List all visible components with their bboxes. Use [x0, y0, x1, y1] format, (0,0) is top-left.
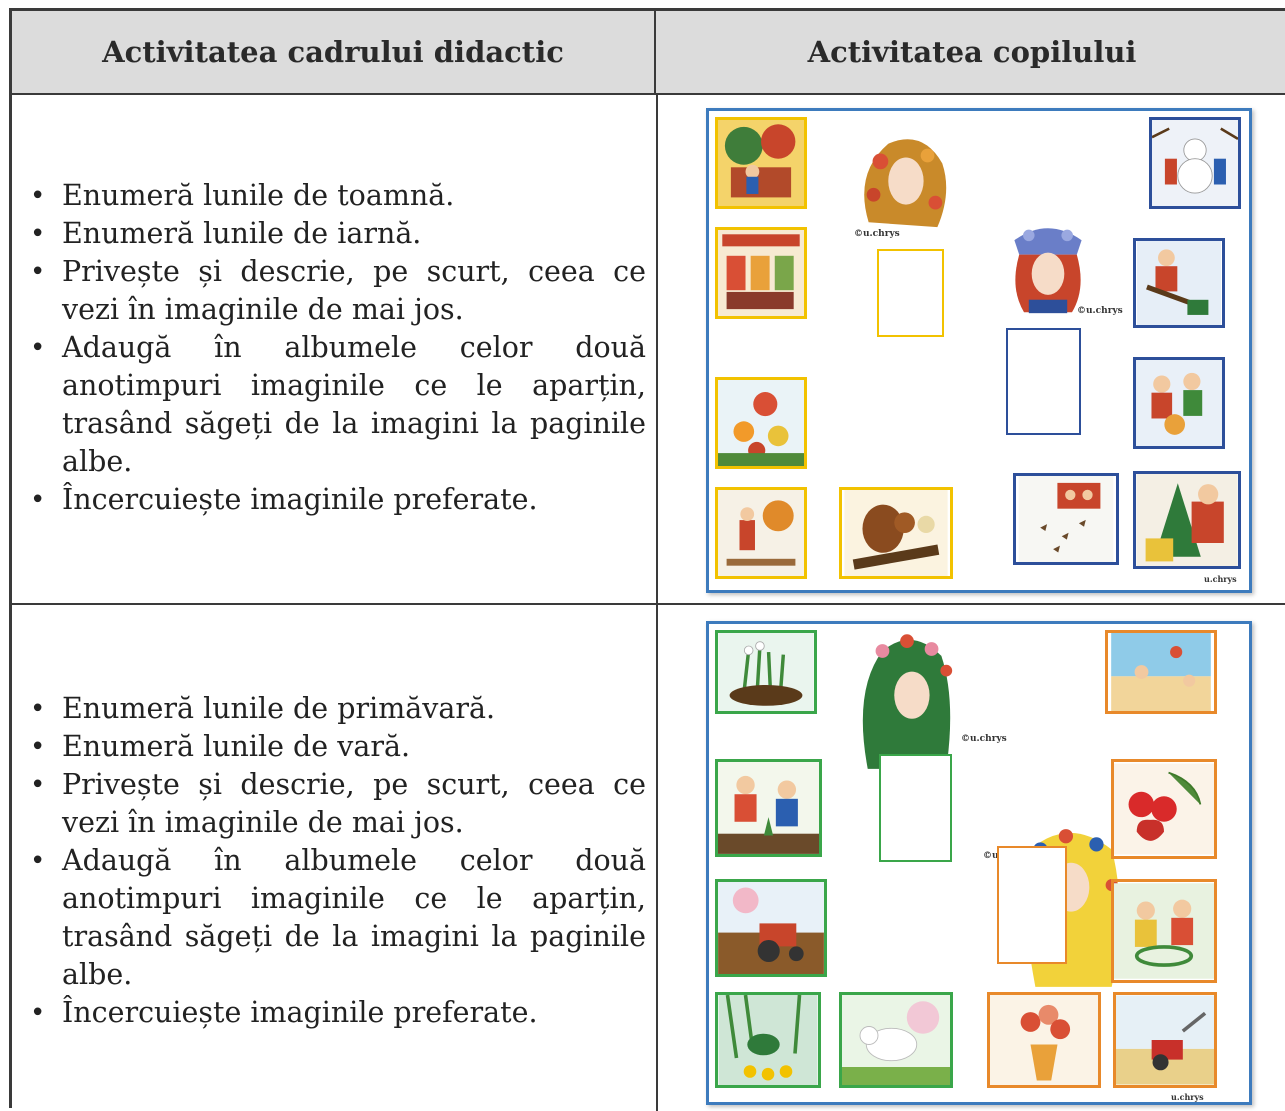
teacher-column-header: Activitatea cadrului didactic [12, 11, 656, 95]
watermark: ©u.chrys [961, 734, 1007, 744]
autumn-picture-squirrel[interactable] [839, 487, 953, 579]
list-item: Încercuiește imaginile preferate. [26, 994, 646, 1032]
row1-instructions: Enumeră lunile de toamnă. Enumeră lunile… [12, 177, 656, 519]
list-item: Enumeră lunile de vară. [26, 728, 646, 766]
row2-bullet-list: Enumeră lunile de primăvară. Enumeră lun… [26, 690, 646, 1032]
row1-bullet-list: Enumeră lunile de toamnă. Enumeră lunile… [26, 177, 646, 519]
list-item: Privește și descrie, pe scurt, ceea ce v… [26, 253, 646, 329]
autumn-picture-preserves[interactable] [715, 227, 807, 319]
list-item: Enumeră lunile de iarnă. [26, 215, 646, 253]
list-item: Privește și descrie, pe scurt, ceea ce v… [26, 766, 646, 842]
summer-picture-playing[interactable] [1111, 879, 1217, 983]
watermark: u.chrys [1204, 574, 1237, 584]
winter-picture-birds[interactable] [1013, 473, 1119, 565]
spring-picture-tractor[interactable] [715, 879, 827, 977]
winter-picture-children[interactable] [1133, 357, 1225, 449]
child-column-header: Activitatea copilului [656, 11, 1285, 95]
watermark: u.chrys [1171, 1092, 1204, 1102]
spring-picture-ducks[interactable] [715, 992, 821, 1088]
list-item: Încercuiește imaginile preferate. [26, 481, 646, 519]
spring-album-page[interactable] [879, 754, 952, 862]
autumn-picture-flowers[interactable] [715, 377, 807, 469]
list-item: Adaugă în albumele celor două anotimpuri… [26, 329, 646, 481]
spring-fairy-illustration [853, 630, 961, 780]
autumn-album-page[interactable] [877, 249, 944, 337]
spring-picture-lamb[interactable] [839, 992, 953, 1088]
watermark: ©u.chrys [854, 229, 900, 239]
list-item: Adaugă în albumele celor două anotimpuri… [26, 842, 646, 994]
row2-instructions: Enumeră lunile de primăvară. Enumeră lun… [12, 690, 656, 1032]
winter-picture-sled[interactable] [1133, 238, 1225, 328]
spring-picture-snowdrops[interactable] [715, 630, 817, 714]
winter-picture-santa[interactable] [1133, 471, 1241, 569]
list-item: Enumeră lunile de primăvară. [26, 690, 646, 728]
winter-album-page[interactable] [1006, 328, 1081, 435]
summer-picture-beach[interactable] [1105, 630, 1217, 714]
activity-table: Activitatea cadrului didactic Activitate… [9, 8, 1285, 1111]
list-item: Enumeră lunile de toamnă. [26, 177, 646, 215]
summer-picture-harvester[interactable] [1113, 992, 1217, 1088]
spring-summer-album: ©u.chrys ©u.chrys u.chrys [706, 621, 1252, 1105]
autumn-winter-album: ©u.chrys ©u.chrys u.chrys [706, 108, 1252, 593]
autumn-fairy-illustration [849, 133, 957, 233]
autumn-picture-harvest[interactable] [715, 117, 807, 209]
summer-picture-cherries[interactable] [1111, 759, 1217, 859]
watermark: ©u.chrys [1077, 306, 1123, 316]
summer-picture-bouquet[interactable] [987, 992, 1101, 1088]
winter-fairy-illustration [999, 221, 1097, 317]
spring-picture-gardening[interactable] [715, 759, 822, 857]
autumn-picture-rain[interactable] [715, 487, 807, 579]
row-divider [12, 603, 1285, 605]
summer-album-page[interactable] [997, 846, 1067, 964]
winter-picture-snowman[interactable] [1149, 117, 1241, 209]
